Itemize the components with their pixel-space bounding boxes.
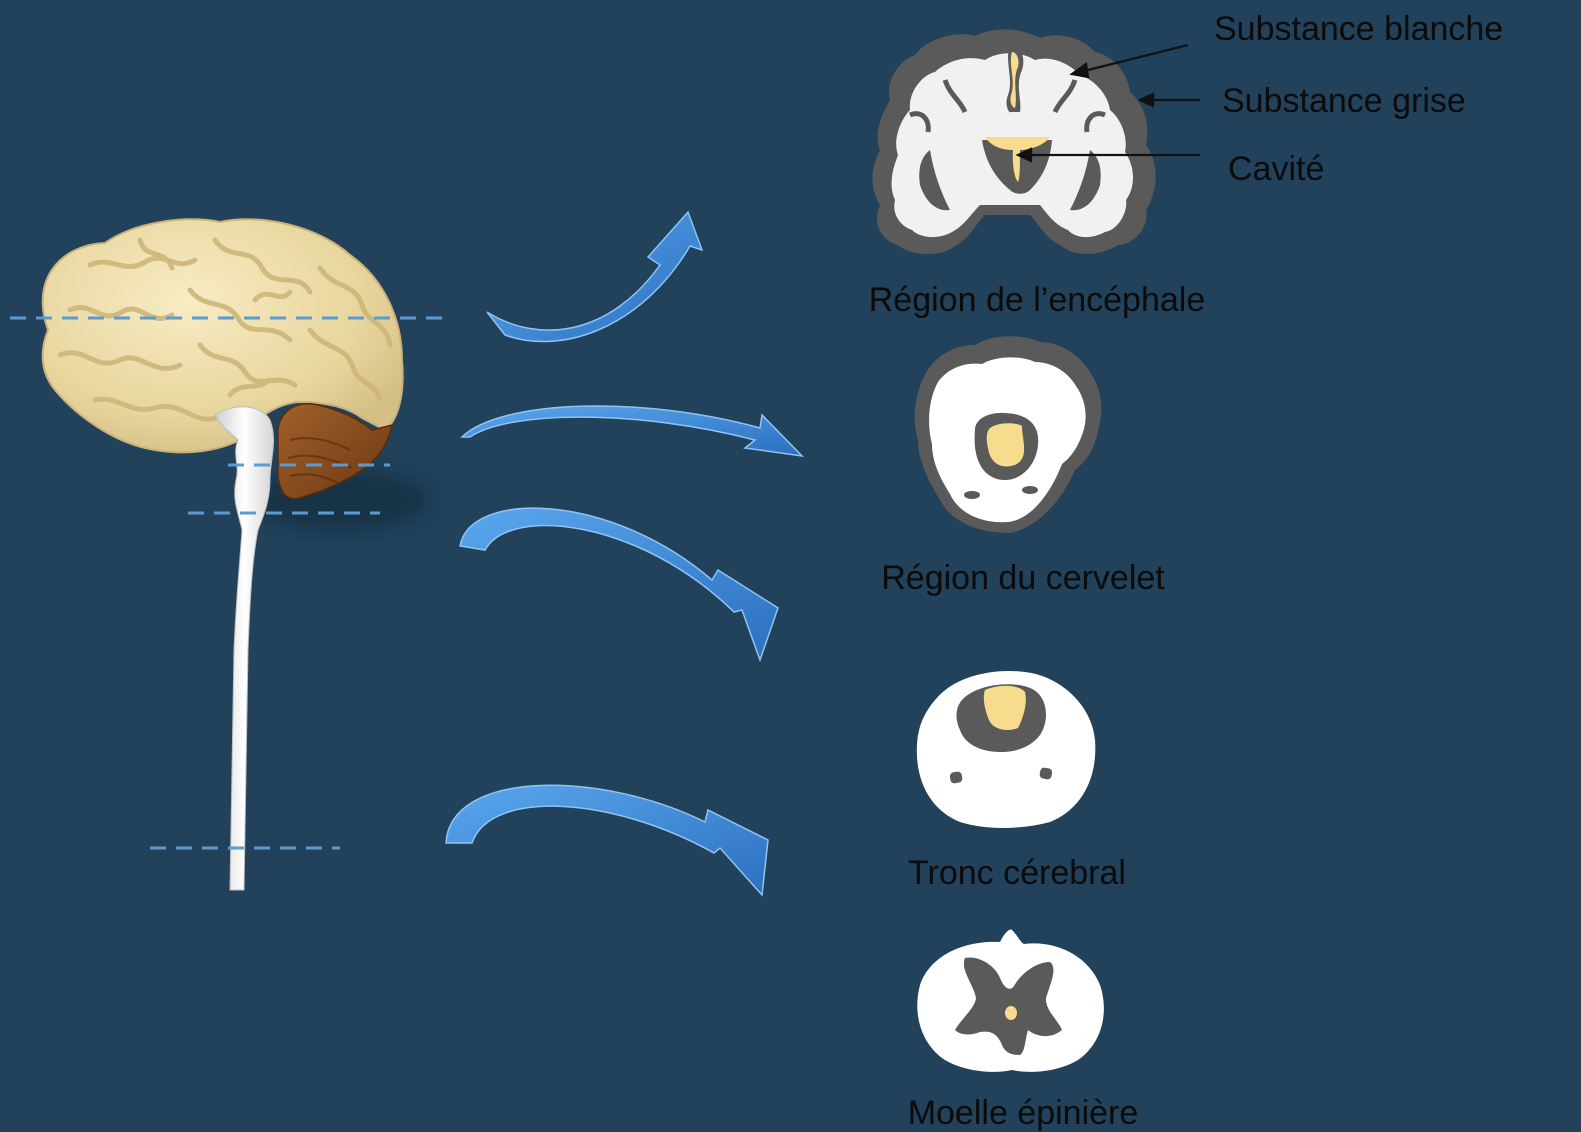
section-moelle: [917, 930, 1104, 1072]
arrow-encephale: [487, 212, 702, 342]
legend-grey-matter: Substance grise: [1222, 84, 1466, 118]
cavity-moelle: [1005, 1006, 1017, 1020]
brainstem-and-spinal-cord: [215, 407, 274, 890]
caption-encephale: Région de l’encéphale: [869, 283, 1205, 317]
section-tronc: [917, 671, 1096, 828]
caption-cervelet: Région du cervelet: [881, 561, 1165, 595]
brain-illustration: [43, 219, 430, 890]
caption-moelle: Moelle épinière: [908, 1096, 1139, 1130]
arrows: [446, 212, 802, 895]
legend-white-matter: Substance blanche: [1214, 12, 1503, 46]
arrow-tronc: [460, 508, 778, 660]
arrow-cervelet: [462, 406, 802, 456]
caption-tronc: Tronc cérebral: [908, 856, 1126, 890]
legend-cavity: Cavité: [1228, 152, 1324, 186]
section-cervelet: [915, 336, 1102, 533]
arrow-moelle: [446, 785, 768, 895]
